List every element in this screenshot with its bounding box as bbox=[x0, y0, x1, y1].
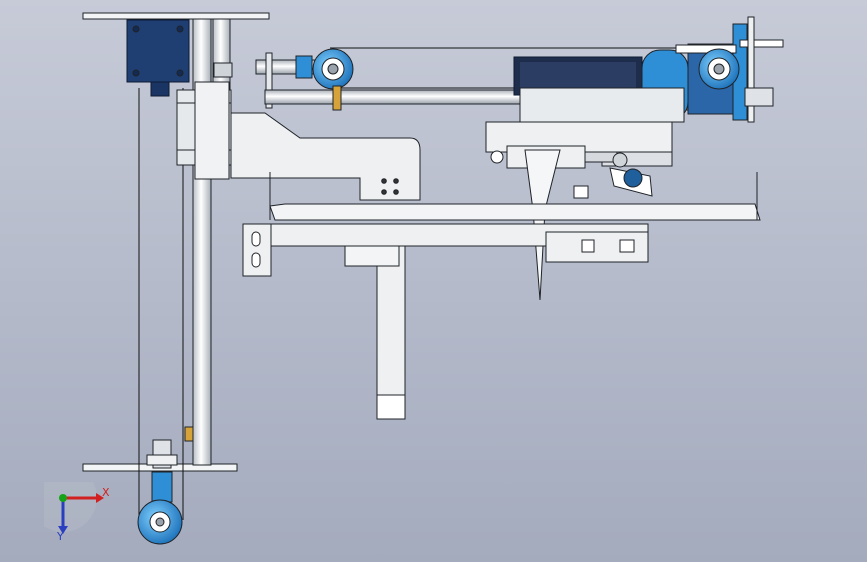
tray bbox=[269, 203, 761, 221]
right-top-pulley bbox=[698, 48, 740, 90]
z-axis-dot bbox=[59, 494, 67, 502]
top-plate bbox=[82, 12, 270, 20]
linkage-bearing bbox=[573, 167, 653, 199]
left-top-pulley bbox=[295, 48, 354, 90]
arm-bracket bbox=[230, 112, 421, 201]
y-axis-label: Y bbox=[57, 530, 64, 543]
orientation-triad bbox=[44, 482, 104, 534]
slider-carriage bbox=[519, 87, 685, 123]
brass-collar-1 bbox=[332, 85, 342, 111]
bottom-pulley bbox=[137, 471, 183, 545]
x-axis-label: X bbox=[102, 486, 110, 499]
lower-post bbox=[376, 245, 406, 420]
shaft-collar bbox=[213, 62, 233, 78]
cutting-blade bbox=[524, 149, 561, 211]
